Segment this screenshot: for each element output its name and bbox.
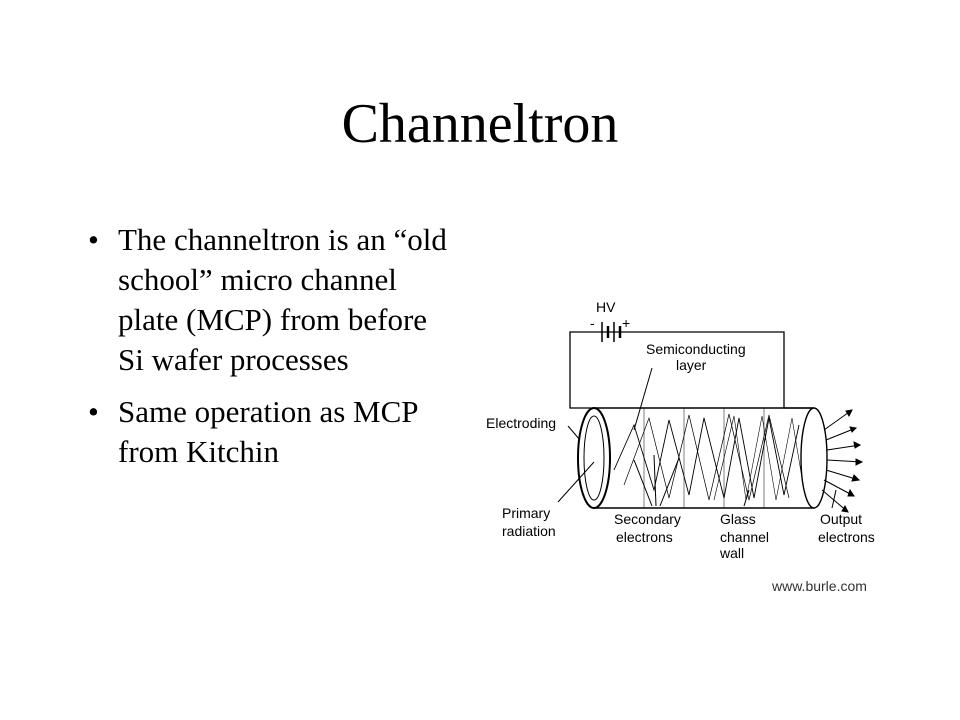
glass-label: Glass [720, 511, 756, 527]
secondary-label: Secondary [614, 511, 681, 527]
hv-plus-label: + [622, 315, 630, 331]
secondary-electrons-label: electrons [616, 529, 673, 545]
bullet-marker: • [88, 222, 99, 257]
output-electron-arrows [821, 409, 864, 513]
layer-label: layer [676, 357, 707, 373]
electroding-label: Electroding [486, 415, 556, 431]
hv-minus-label: - [590, 315, 595, 331]
bullet-marker: • [88, 394, 99, 429]
channel-label: channel [720, 529, 769, 545]
channeltron-diagram: HV - + [486, 299, 875, 560]
bullet-item: • The channeltron is an “old school” mic… [88, 220, 458, 380]
bullet-text: Same operation as MCP from Kitchin [118, 394, 418, 469]
semiconducting-label: Semiconducting [646, 341, 746, 357]
source-credit: www.burle.com [772, 578, 867, 594]
output-label: Output [820, 511, 862, 527]
output-electrons-label: electrons [818, 529, 875, 545]
primary-label: Primary [502, 505, 550, 521]
wall-label: wall [719, 545, 744, 560]
bullet-item: • Same operation as MCP from Kitchin [88, 392, 458, 472]
hv-label: HV [596, 299, 616, 315]
bullet-text: The channeltron is an “old school” micro… [118, 222, 447, 377]
battery-icon [601, 322, 622, 342]
slide-title: Channeltron [341, 93, 619, 155]
bullet-list: • The channeltron is an “old school” mic… [88, 220, 458, 484]
electron-cascade [613, 417, 800, 499]
channel-tube [577, 407, 828, 509]
radiation-label: radiation [502, 523, 556, 539]
